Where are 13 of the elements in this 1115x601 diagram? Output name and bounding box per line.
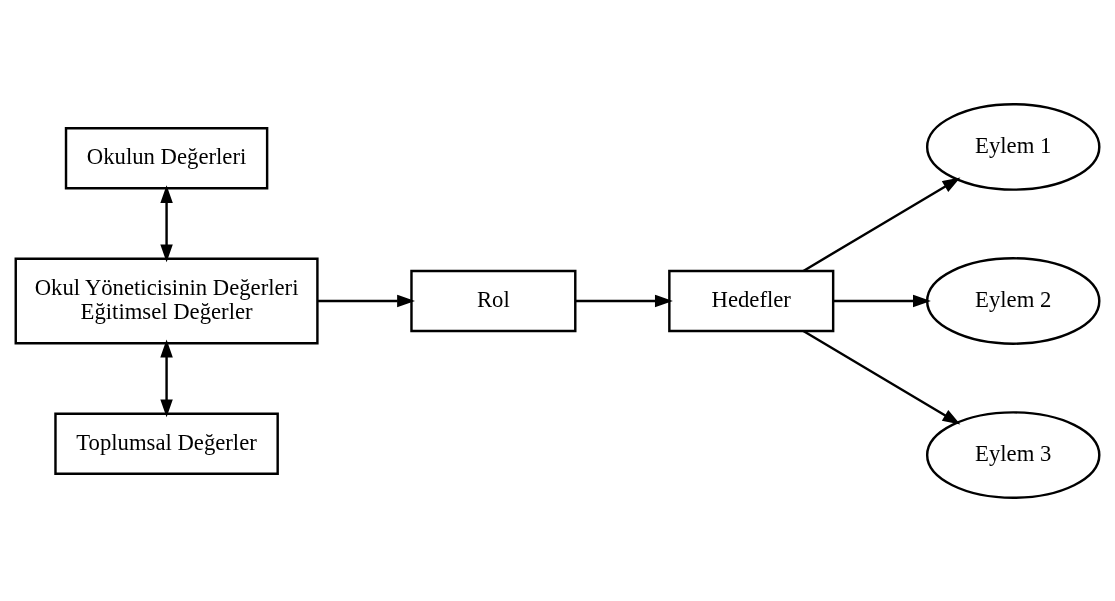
node-ellipse: Eylem 2 bbox=[925, 256, 1101, 345]
arrow bbox=[802, 329, 961, 425]
node-box: Toplumsal Değerler bbox=[54, 412, 279, 475]
node-box: Rol bbox=[410, 269, 577, 332]
node-box: Okulun Değerleri bbox=[64, 126, 269, 189]
arrow bbox=[160, 184, 173, 262]
node-box: Okul Yöneticisinin Değerleri Eğitimsel Değerler bbox=[14, 257, 319, 344]
arrow bbox=[833, 294, 931, 307]
arrow bbox=[160, 339, 173, 417]
node-box: Hedefler bbox=[668, 269, 835, 332]
arrow bbox=[575, 294, 673, 307]
arrow bbox=[317, 294, 415, 307]
arrow bbox=[802, 176, 961, 272]
